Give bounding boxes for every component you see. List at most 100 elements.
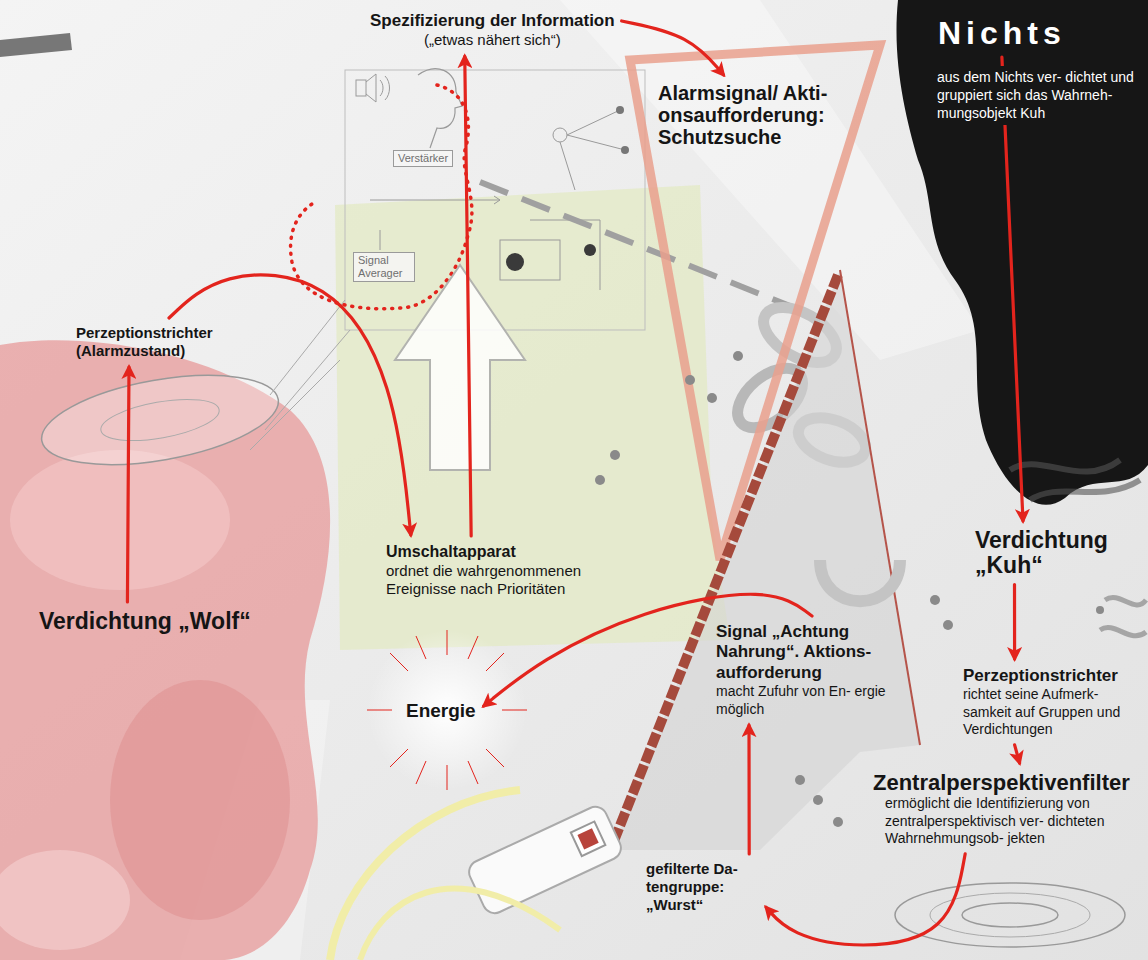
dot xyxy=(733,351,743,361)
ray xyxy=(390,653,408,671)
scribble xyxy=(1100,598,1146,636)
titled-text-node: Perzeptionstrichterrichtet seine Aufmerk… xyxy=(960,664,1142,741)
titled-text-node: Signal „Achtung Nahrung“. Aktions- auffo… xyxy=(713,620,893,720)
remote-device xyxy=(465,803,625,917)
grey-dots xyxy=(595,351,1104,827)
red-arrow xyxy=(1002,57,1023,521)
yellow-line xyxy=(360,889,560,960)
node-body: („etwas nähert sich“) xyxy=(370,31,615,49)
triangle-edge xyxy=(840,270,920,745)
remote-body xyxy=(465,803,625,917)
node-heading: Spezifizierung der Information xyxy=(370,10,615,31)
funnel-hatching xyxy=(250,300,350,450)
red-arrow xyxy=(465,56,471,536)
remote-frame xyxy=(571,822,606,857)
dot xyxy=(685,375,695,385)
head-sketch xyxy=(418,69,462,148)
text-node: Verdichtung „Kuh“ xyxy=(972,526,1142,581)
ray xyxy=(367,710,392,711)
titled-text-node: Zentralperspektivenfilterermöglicht die … xyxy=(870,768,1142,850)
dot xyxy=(1096,606,1104,614)
ray xyxy=(468,636,478,659)
grey-bar xyxy=(0,33,72,57)
ray xyxy=(447,630,448,655)
text-node: Alarmsignal/ Akti- onsaufforderung: Schu… xyxy=(655,80,851,150)
node-heading: Nichts xyxy=(938,16,1066,51)
energy-rays xyxy=(367,630,527,790)
node-heading: Perzeptionstrichter (Alarmzustand) xyxy=(76,324,230,360)
amplifier-label: Verstärker xyxy=(393,150,453,167)
dot xyxy=(610,450,620,460)
dot xyxy=(795,775,805,785)
ray xyxy=(468,761,478,784)
node-heading: gefilterte Da- tengruppe: „Wurst“ xyxy=(646,860,758,914)
node-heading: Alarmsignal/ Akti- onsaufforderung: Schu… xyxy=(658,82,848,148)
red-arrow xyxy=(747,725,750,854)
titled-text-node: Spezifizierung der Information(„etwas nä… xyxy=(367,8,618,51)
dot xyxy=(943,620,953,630)
u-pipe xyxy=(820,560,900,601)
white-arrow xyxy=(395,265,525,470)
sketch-node xyxy=(553,128,567,142)
node-body: ermöglicht die Identifizierung von zentr… xyxy=(873,795,1139,848)
node-body: richtet seine Aufmerk- samkeit auf Grupp… xyxy=(963,686,1139,739)
sketch-frame xyxy=(345,70,645,330)
sketch-wire xyxy=(560,110,625,190)
torus-mesh xyxy=(962,903,1058,927)
red-arrow xyxy=(622,21,724,75)
red-arrow xyxy=(127,367,129,602)
scribble xyxy=(1010,460,1140,500)
sketch-dot xyxy=(584,244,596,256)
pink-blob xyxy=(10,450,230,590)
node-body: macht Zufuhr von En- ergie möglich xyxy=(716,683,890,718)
funnel xyxy=(35,360,285,480)
node-heading: Verdichtung „Kuh“ xyxy=(975,528,1139,579)
torus-mesh xyxy=(895,883,1125,947)
pink-blob xyxy=(110,680,290,920)
node-heading: Energie xyxy=(406,700,476,723)
red-arrow xyxy=(1015,745,1020,763)
text-node: Nichts xyxy=(935,14,1069,53)
averager-label: Signal Averager xyxy=(353,252,415,282)
sketch-dot xyxy=(506,253,524,271)
node-heading: Zentralperspektivenfilter xyxy=(873,770,1139,795)
node-heading: Umschaltapparat xyxy=(386,542,612,562)
ray xyxy=(447,765,448,790)
node-heading: Signal „Achtung Nahrung“. Aktions- auffo… xyxy=(716,622,890,683)
remote-button xyxy=(577,828,598,849)
ray xyxy=(416,636,426,659)
energy-glow xyxy=(367,630,527,790)
ray xyxy=(390,749,408,767)
ray xyxy=(486,749,504,767)
black-blob xyxy=(896,0,1148,505)
node-heading: Perzeptionstrichter xyxy=(963,666,1139,686)
dot xyxy=(707,393,717,403)
speaker-icon xyxy=(356,80,366,96)
red-arrow xyxy=(766,854,965,945)
speaker-icon xyxy=(366,74,376,102)
brick-wall xyxy=(612,275,838,846)
node-body: ordnet die wahrgenommenen Ereignisse nac… xyxy=(386,562,612,598)
text-node: Verdichtung „Wolf“ xyxy=(36,606,254,638)
red-arrow xyxy=(1013,585,1016,659)
funnel xyxy=(98,392,222,448)
dot xyxy=(813,795,823,805)
text-node: gefilterte Da- tengruppe: „Wurst“ xyxy=(643,858,761,916)
yellow-line xyxy=(330,790,520,960)
sketch-dot xyxy=(621,146,629,154)
edge-label: aus dem Nichts ver- dichtet und gruppier… xyxy=(934,66,1142,125)
pink-blob xyxy=(0,850,130,950)
ray xyxy=(416,761,426,784)
grey-triangle xyxy=(612,270,920,850)
ray xyxy=(486,653,504,671)
text-node: Energie xyxy=(403,698,479,725)
dashed-line xyxy=(480,182,800,310)
red-dotted-path xyxy=(291,85,472,309)
sketch-dot xyxy=(616,106,624,114)
dot xyxy=(833,817,843,827)
sketch-box xyxy=(500,240,560,280)
dot xyxy=(595,475,605,485)
